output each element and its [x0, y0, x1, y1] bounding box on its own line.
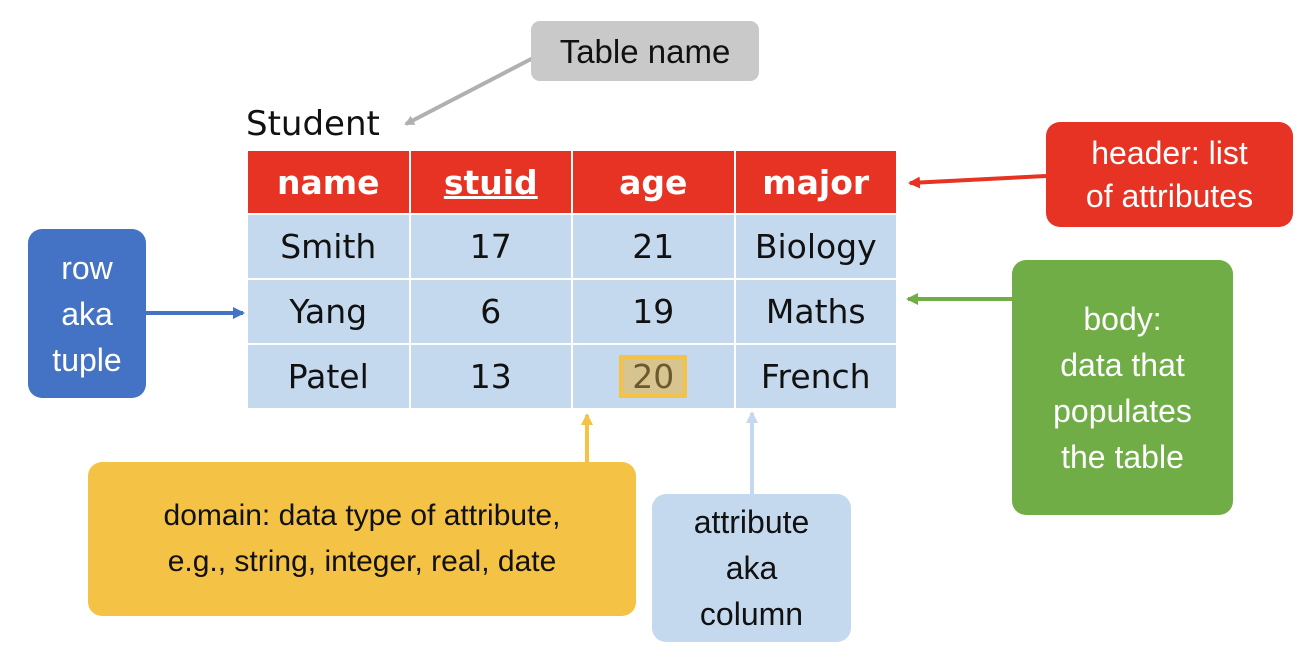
- table-cell: Yang: [246, 278, 411, 345]
- highlighted-value: 20: [619, 355, 688, 398]
- table-cell: Maths: [733, 278, 898, 345]
- header-cell-stuid: stuid: [408, 149, 573, 215]
- student-table: name stuid age major Smith 17 21 Biology…: [246, 149, 898, 410]
- primary-key-label: stuid: [443, 162, 538, 202]
- attribute-callout: attribute aka column: [652, 494, 851, 642]
- header-callout: header: list of attributes: [1046, 122, 1293, 227]
- callout-line: header: list: [1091, 134, 1248, 171]
- header-cell-age: age: [571, 149, 736, 215]
- callout-line: aka: [61, 295, 113, 332]
- header-cell-name: name: [246, 149, 411, 215]
- row-callout: row aka tuple: [28, 229, 146, 398]
- table-cell: 13: [408, 343, 573, 410]
- table-name-callout: Table name: [531, 21, 759, 81]
- table-cell: Biology: [733, 213, 898, 280]
- callout-line: attribute: [693, 504, 810, 540]
- callout-line: e.g., string, integer, real, date: [167, 545, 557, 578]
- table-cell: French: [733, 343, 898, 410]
- callout-line: data that: [1060, 346, 1185, 383]
- callout-line: domain: data type of attribute,: [163, 499, 561, 532]
- domain-callout: domain: data type of attribute, e.g., st…: [88, 462, 636, 616]
- callout-line: aka: [725, 550, 778, 586]
- callout-line: tuple: [52, 341, 122, 378]
- callout-line: body:: [1083, 300, 1162, 337]
- table-row: Patel 13 20 French: [246, 343, 898, 410]
- table-name-label: Table name: [559, 32, 731, 70]
- header-arrow: [908, 174, 1047, 189]
- body-callout: body: data that populates the table: [1012, 260, 1233, 515]
- table-title: Student: [246, 104, 380, 144]
- header-row: name stuid age major: [246, 149, 898, 215]
- table-cell: Patel: [246, 343, 411, 410]
- table-cell: 21: [571, 213, 736, 280]
- header-cell-major: major: [733, 149, 898, 215]
- table-name-arrow: [404, 56, 534, 126]
- callout-line: of attributes: [1085, 177, 1254, 214]
- table-cell-highlighted: 20: [571, 343, 736, 410]
- table-row: Yang 6 19 Maths: [246, 278, 898, 345]
- table-cell: 17: [408, 213, 573, 280]
- callout-line: row: [61, 249, 113, 286]
- table-cell: Smith: [246, 213, 411, 280]
- table-cell: 6: [408, 278, 573, 345]
- callout-line: populates: [1053, 392, 1192, 429]
- callout-line: the table: [1061, 438, 1184, 475]
- table-cell: 19: [571, 278, 736, 345]
- table-row: Smith 17 21 Biology: [246, 213, 898, 280]
- callout-line: column: [699, 596, 804, 632]
